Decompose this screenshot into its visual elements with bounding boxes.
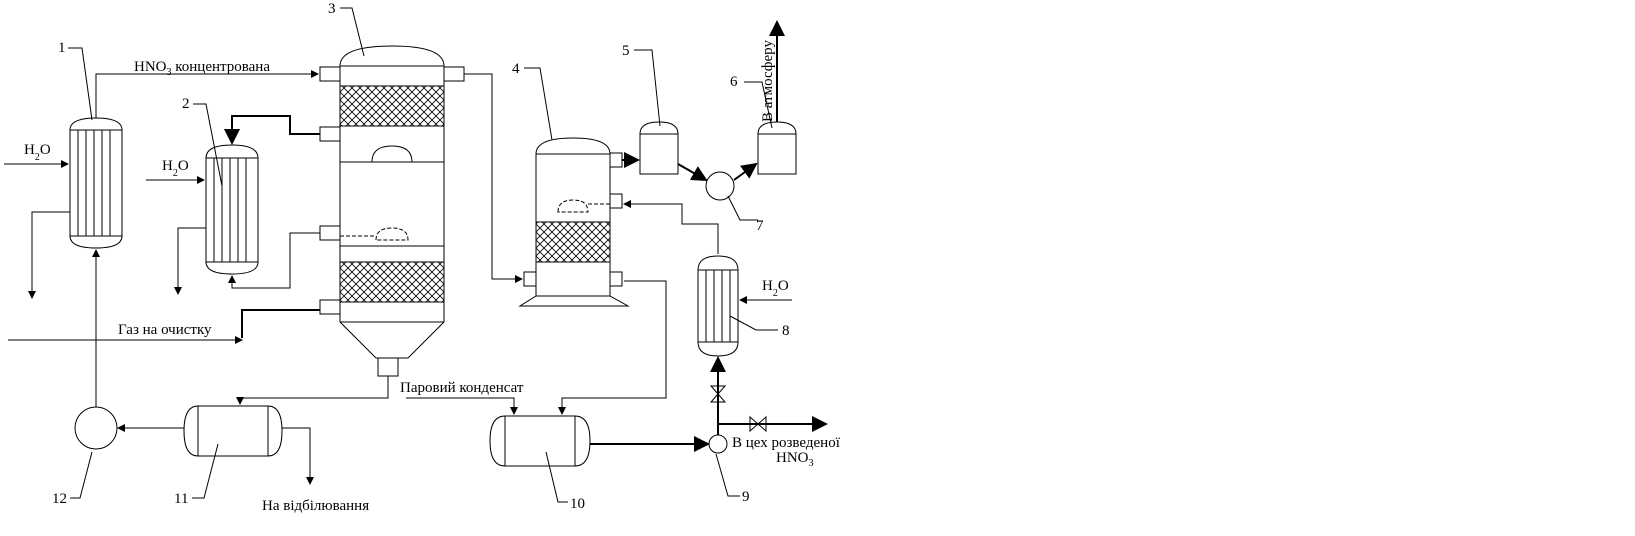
number-1: 1 — [58, 40, 66, 56]
number-10: 10 — [570, 496, 585, 512]
tank-10 — [489, 415, 591, 467]
number-9: 9 — [742, 489, 750, 505]
tank-5 — [639, 121, 679, 175]
pump-7 — [705, 171, 735, 201]
number-5: 5 — [622, 43, 630, 59]
leader-lines — [68, 7, 778, 503]
label-to-bleaching: На відбілювання — [262, 498, 369, 514]
cooler-8 — [697, 255, 739, 357]
heat-exchanger-2 — [205, 144, 259, 275]
label-h2o-8: H2O — [762, 278, 789, 299]
number-11: 11 — [174, 491, 188, 507]
label-to-atmosphere: В атмосферу — [760, 40, 776, 122]
number-8: 8 — [782, 323, 790, 339]
number-4: 4 — [512, 61, 520, 77]
label-dilute-line1: В цех розведеної — [732, 435, 841, 451]
tank-6 — [757, 121, 797, 175]
number-3: 3 — [328, 1, 336, 17]
label-steam-condensate: Паровий конденсат — [400, 380, 524, 396]
number-6: 6 — [730, 74, 738, 90]
label-gas-cleaning: Газ на очистку — [118, 322, 212, 338]
heat-exchanger-1 — [69, 117, 123, 249]
number-12: 12 — [52, 491, 67, 507]
number-2: 2 — [182, 96, 190, 112]
tank-11 — [183, 405, 283, 457]
absorber-4 — [518, 137, 630, 307]
pump-9 — [708, 434, 728, 454]
flow-lines — [4, 20, 828, 485]
number-7: 7 — [756, 218, 764, 234]
pump-12 — [74, 406, 118, 450]
label-h2o-1: H2O — [24, 142, 51, 163]
label-dilute-line2: HNO3 — [776, 450, 814, 469]
column-3 — [319, 45, 465, 377]
label-hno3-concentrated: HNO3 концентрована — [134, 59, 270, 78]
label-h2o-2: H2O — [162, 158, 189, 179]
